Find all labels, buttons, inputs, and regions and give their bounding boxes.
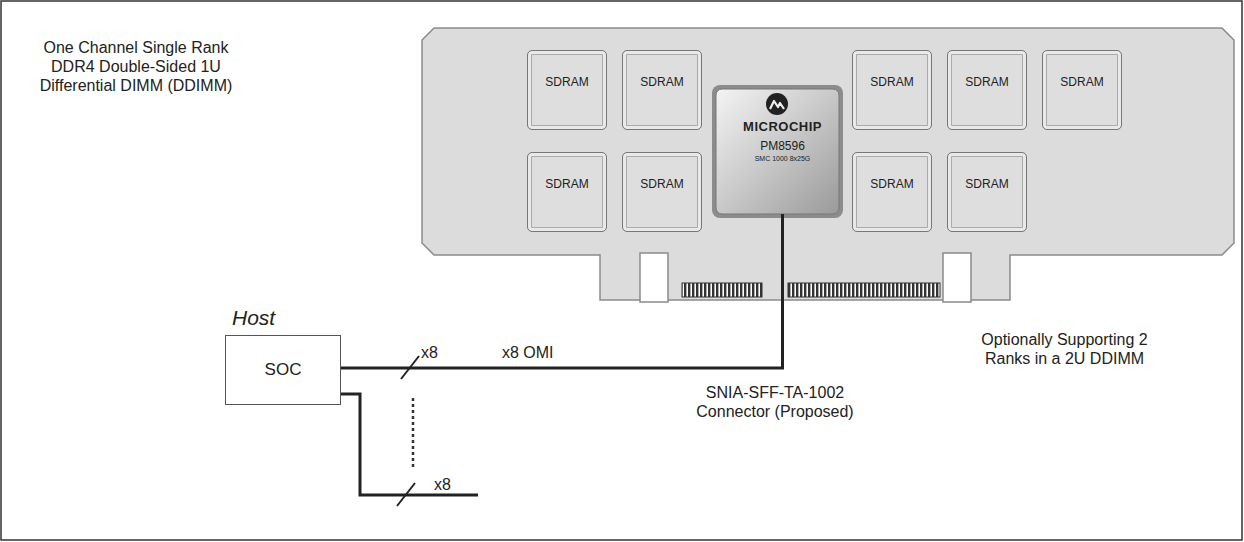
microchip-logo [766,93,788,115]
chip-label: SDRAM [545,177,588,191]
chip-label: SDRAM [870,177,913,191]
omi-link [341,214,783,368]
part-number: PM8596 [716,139,849,153]
brand-name: MICROCHIP [716,119,849,134]
part-number: SMC 1000 8x25G [716,155,849,162]
board-notch [640,253,668,302]
chip-label: SDRAM [545,75,588,89]
fingers [682,283,762,297]
lane-count: x8 [421,343,451,362]
chip-label: SDRAM [870,75,913,89]
soc-label: SOC [226,360,340,380]
chip-label: SDRAM [640,75,683,89]
dimm-board [422,28,1234,300]
sdram-chip: SDRAM [527,50,607,130]
connector-note: SNIA-SFF-TA-1002 Connector (Proposed) [668,383,882,421]
chip-label: SDRAM [965,75,1008,89]
slash [397,483,415,506]
chip-label: SDRAM [1060,75,1103,89]
bus-line [333,394,478,495]
option-note: Optionally Supporting 2 Ranks in a 2U DD… [962,330,1167,368]
sdram-chip: SDRAM [947,152,1027,232]
controller-chip: MICROCHIP PM8596SMC 1000 8x25G [716,89,849,214]
chip-label: SDRAM [965,177,1008,191]
lane-count: x8 [434,475,464,494]
sdram-chip: SDRAM [622,152,702,232]
sdram-chip: SDRAM [947,50,1027,130]
board-notch [943,253,971,302]
chip-label: SDRAM [640,177,683,191]
fingers [788,283,940,297]
host-heading: Host [232,306,275,330]
soc-box: HostSOC [225,335,341,405]
sdram-chip: SDRAM [1042,50,1122,130]
sdram-chip: SDRAM [527,152,607,232]
dimm-description: One Channel Single Rank DDR4 Double-Side… [22,38,250,95]
sdram-chip: SDRAM [852,152,932,232]
sdram-chip: SDRAM [852,50,932,130]
link-label: x8 OMI [502,343,554,362]
sdram-chip: SDRAM [622,50,702,130]
ellipsis-dots [412,398,415,468]
